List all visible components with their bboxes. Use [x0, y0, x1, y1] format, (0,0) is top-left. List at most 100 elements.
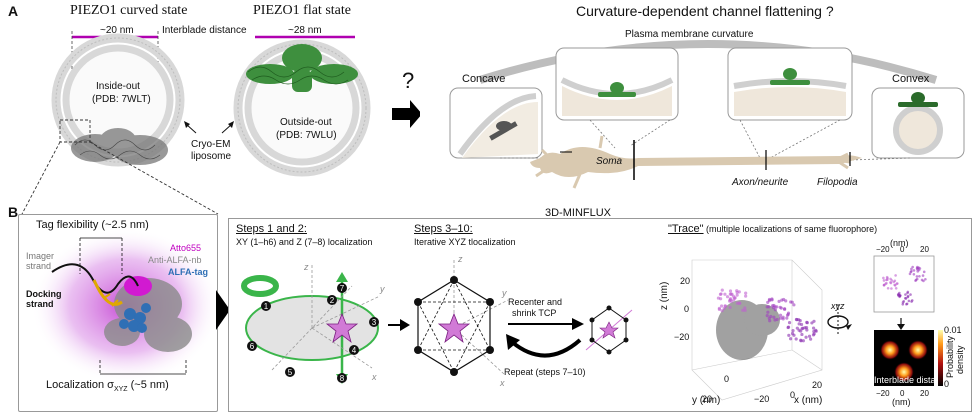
svg-text:y: y [501, 288, 507, 298]
curved-state-title: PIEZO1 curved state [70, 3, 188, 18]
x-tick-0: 0 [790, 390, 795, 400]
trace-point [720, 304, 724, 308]
trace2d-point [914, 279, 917, 282]
heat-axis-unit: (nm) [892, 397, 911, 407]
concave-label: Concave [462, 73, 506, 85]
trace2d-point [922, 279, 925, 283]
trace-point [767, 305, 771, 309]
imager-strand-label-1: Imager [26, 251, 55, 261]
trace-point [789, 300, 793, 304]
trace2d-point [882, 283, 886, 287]
y-tick-20: 20 [702, 394, 712, 404]
trace-point [778, 305, 782, 309]
trace2d-point [896, 282, 899, 285]
trace-point [765, 314, 769, 318]
trace2d-point [910, 269, 913, 273]
trace2d-point [921, 274, 925, 277]
trace-point [799, 339, 803, 343]
z-tick-20: 20 [680, 276, 690, 286]
x-tick-m20: −20 [754, 394, 769, 404]
docking-strand-label-2: strand [26, 299, 54, 309]
svg-text:x: x [371, 372, 377, 382]
trace-point [780, 298, 784, 302]
trace2d-point [912, 269, 916, 272]
trace-point [723, 292, 727, 296]
trace2d-point [915, 275, 919, 278]
prob-label-1: Probability [945, 335, 955, 378]
trace-point [792, 333, 796, 337]
liposome-label: liposome [191, 151, 232, 162]
recenter-label-1: Recenter and [508, 297, 563, 307]
recenter-label-2: shrink TCP [512, 308, 557, 318]
trace-point [737, 290, 741, 294]
trace-point [729, 292, 733, 296]
steps12-title: Steps 1 and 2: [236, 223, 307, 235]
trace2d-point [885, 281, 888, 285]
trace-point [737, 301, 742, 305]
flat-width-label: ~28 nm [288, 25, 322, 36]
trace2d-point [918, 274, 921, 278]
imager-strand-label-2: strand [26, 261, 52, 271]
trace2d-point [911, 265, 914, 269]
trace2d-point [898, 295, 901, 299]
trace2d-point [898, 291, 901, 295]
trace-point [794, 337, 798, 341]
outside-pdb-label: (PDB: 7WLU) [276, 130, 337, 141]
trace-point [720, 309, 724, 313]
down-arrow [897, 318, 905, 330]
prob-label-2: density [955, 345, 965, 374]
trace-point [768, 319, 772, 323]
trace-point [805, 328, 809, 332]
trace2d-point [910, 299, 914, 302]
trace-point [804, 335, 808, 339]
trace-point [741, 308, 745, 312]
trace2d-point [906, 291, 909, 295]
plasma-membrane-curvature-label: Plasma membrane curvature [625, 29, 754, 40]
trace-point [786, 311, 791, 315]
svg-text:z: z [457, 254, 463, 264]
top-tick-0: 0 [900, 245, 905, 254]
trace-point [783, 307, 787, 311]
trace2d-point [893, 279, 897, 283]
zoom-connectors [21, 141, 219, 215]
trace-point [728, 289, 733, 293]
trace2d-point [910, 267, 913, 271]
trace2d-point [907, 299, 911, 303]
trace2d-point [904, 296, 907, 300]
trace-title: "Trace" (multiple localizations of same … [668, 223, 878, 235]
trace-point [767, 316, 771, 320]
trace-point [812, 329, 816, 334]
heat-tick-m20: −20 [876, 389, 890, 398]
steps310-subtitle: Iterative XYZ tlocalization [414, 237, 516, 247]
prob-bottom-value: 0 [944, 379, 950, 389]
trace-point [781, 317, 785, 321]
tag-flexibility-label: Tag flexibility (~2.5 nm) [36, 219, 149, 231]
heat-tick-0: 0 [900, 389, 905, 398]
atto655-label: Atto655 [170, 243, 202, 253]
step-3: 3 [372, 318, 377, 327]
trace-point [728, 297, 733, 301]
z-axis-label: z (nm) [659, 281, 670, 310]
trace2d-point [912, 273, 916, 276]
steps12-subtitle: XY (1–h6) and Z (7–8) localization [236, 237, 373, 247]
trace2d-point [916, 265, 919, 269]
heat-tick-20: 20 [920, 389, 929, 398]
trace2d-point [924, 277, 927, 281]
trace2d-point [905, 302, 908, 306]
trace2d-point [882, 276, 885, 280]
trace-point [744, 294, 748, 298]
interblade-dist-label: Interblade dista [874, 375, 936, 385]
trace-point [719, 292, 723, 296]
trace-point [735, 293, 739, 297]
trace-point [801, 339, 805, 343]
trace-point [743, 308, 747, 312]
trace-point [803, 326, 807, 330]
tag-flexibility-drawing [31, 228, 216, 384]
trace-point [811, 326, 816, 330]
trace-point [777, 299, 781, 303]
trace2d-point [886, 278, 889, 281]
trace-point [784, 299, 788, 303]
trace-point [722, 306, 726, 311]
question-mark: ? [402, 68, 415, 93]
step-6: 6 [250, 342, 255, 351]
